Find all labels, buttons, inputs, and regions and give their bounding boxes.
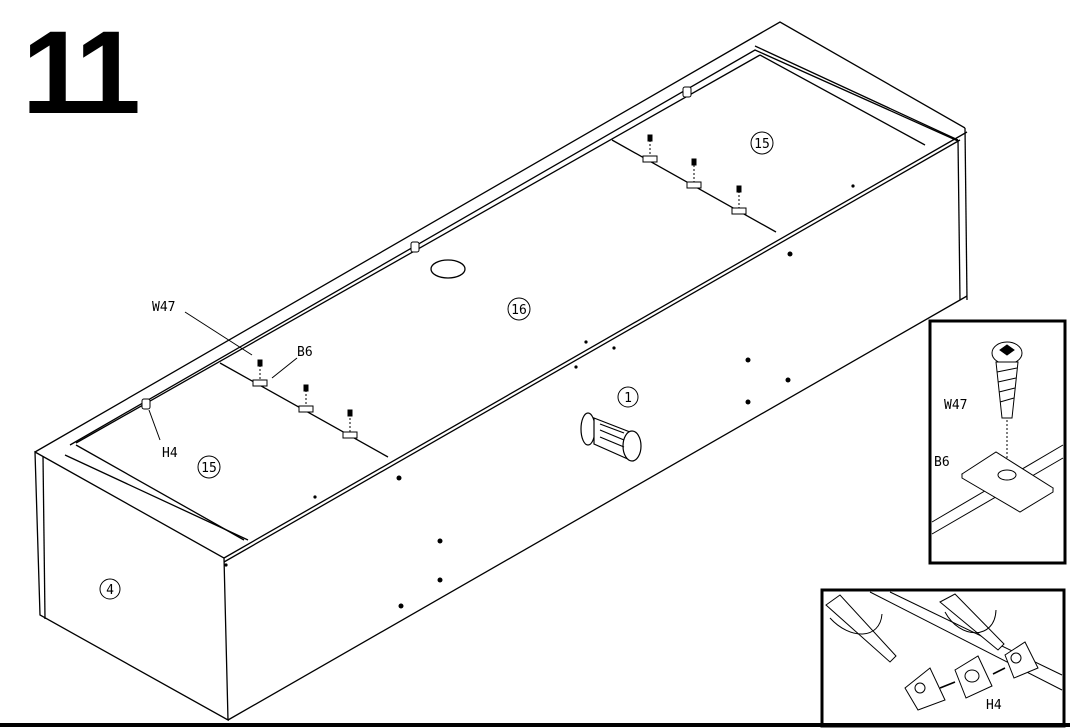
inset-b6-label: B6 [934,455,950,470]
inset-h4-label: H4 [986,698,1002,713]
h4-label: H4 [162,446,178,461]
part-15-bottom-label: 15 [201,461,217,476]
part-1-label: 1 [624,391,632,406]
cam-lock-detail-inset: H4 [820,588,1066,728]
part-labels: 15 16 1 15 4 [99,131,774,600]
part-16-label: 16 [511,303,527,318]
adjustable-leg-icon [580,412,642,462]
w47-label: W47 [152,300,175,315]
inset-w47-label: W47 [944,398,967,413]
bracket-icon [961,451,1054,513]
cam-lock-icon [141,86,692,410]
step-number: 11 [22,7,141,139]
screwdriver-icon [825,593,1005,663]
b6-label: B6 [297,345,313,360]
drill-holes [224,184,855,609]
bracket-screws [252,134,747,439]
leader-lines [148,311,298,441]
part-15-top-label: 15 [754,137,770,152]
screw-detail-inset: W47 B6 [928,319,1067,565]
cam-fitting-icon [904,641,1039,711]
part-4-label: 4 [106,583,114,598]
screw-icon [991,341,1023,470]
